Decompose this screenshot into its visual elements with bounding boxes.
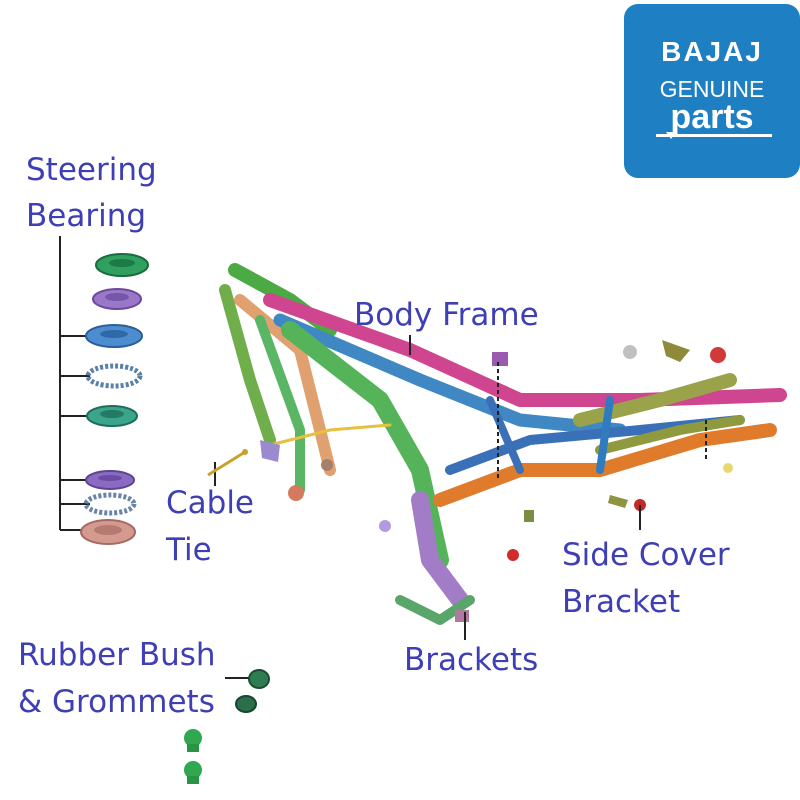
logo-parts: parts bbox=[670, 98, 754, 136]
bearing-ball-cage-small bbox=[83, 492, 137, 516]
logo-underline bbox=[656, 134, 772, 137]
body-frame bbox=[219, 263, 787, 625]
small-parts bbox=[260, 340, 733, 622]
cable-tie-label-line2: Tie bbox=[166, 532, 212, 568]
rubber-bush-2 bbox=[235, 695, 257, 713]
grommet-1 bbox=[184, 729, 202, 747]
body-frame-label: Body Frame bbox=[354, 297, 539, 333]
logo-genuine: GENUINE bbox=[659, 76, 765, 102]
bearing-rings bbox=[80, 253, 149, 545]
steering-bearing-leader bbox=[59, 236, 90, 531]
rubber-grommets bbox=[184, 669, 270, 784]
cable-tie-part bbox=[207, 449, 248, 477]
grommet-2 bbox=[184, 761, 202, 779]
logo-brand: BAJAJ bbox=[661, 36, 763, 67]
steering-bearing-label-line2: Bearing bbox=[26, 198, 147, 234]
bearing-ball-cage bbox=[85, 363, 143, 389]
steering-bearing-label-line1: Steering bbox=[26, 152, 157, 188]
rubber-bush-label-line2: & Grommets bbox=[18, 684, 215, 720]
rubber-bush-1 bbox=[248, 669, 270, 689]
side-cover-bracket-label-line2: Bracket bbox=[562, 584, 681, 620]
frame-leaders bbox=[214, 335, 707, 679]
logo-tick bbox=[666, 132, 676, 139]
brackets-label: Brackets bbox=[404, 642, 539, 678]
bracket-purple bbox=[492, 352, 508, 366]
bajaj-genuine-parts-logo: BAJAJ GENUINE parts bbox=[624, 4, 800, 178]
rubber-bush-label-line1: Rubber Bush bbox=[18, 637, 216, 673]
cable-tie-label-line1: Cable bbox=[166, 485, 255, 521]
side-cover-bracket-label-line1: Side Cover bbox=[562, 537, 730, 573]
bracket-red bbox=[710, 347, 726, 363]
